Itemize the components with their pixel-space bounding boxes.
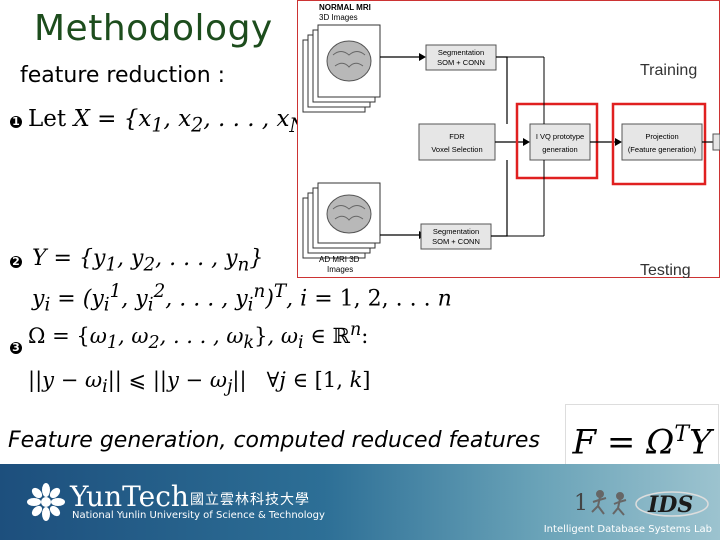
projection-highlight-box	[611, 102, 707, 186]
footer-banner	[0, 464, 720, 540]
slide-subtitle: feature reduction :	[20, 63, 226, 88]
seg-top-line1: Segmentation	[438, 48, 484, 57]
y-definition-equation: yi = (yi1, yi2, . . . , yin)T, i = 1, 2,…	[32, 281, 452, 316]
feature-formula: F = ΩTY	[565, 404, 719, 466]
fdr-box	[418, 123, 496, 161]
fdr-line1: FDR	[449, 132, 465, 141]
methodology-diagram: NORMAL MRI 3D Images AD MRI 3D Images Se…	[297, 0, 720, 278]
lab-logo: 1 IDS	[574, 490, 709, 518]
step-2-marker: 2	[10, 256, 22, 268]
svg-text:1: 1	[574, 491, 588, 516]
brain-icon-ad	[326, 194, 372, 234]
vq-highlight-box	[515, 102, 599, 180]
y-set-equation: Y = {y1, y2, . . . , yn}	[32, 246, 264, 276]
vq-line1: I VQ prototype	[536, 132, 584, 141]
normal-mri-stack	[302, 24, 381, 113]
seg-bottom-line1: Segmentation	[433, 227, 479, 236]
vq-line2: generation	[542, 145, 577, 154]
segmentation-top-box	[425, 44, 497, 71]
running-figures-icon	[591, 490, 627, 516]
ad-label-line2: Images	[327, 265, 353, 274]
seg-bottom-line2: SOM + CONN	[432, 237, 480, 246]
slide-title: Methodology	[34, 8, 273, 49]
seg-top-line2: SOM + CONN	[437, 58, 485, 67]
normal-label-line1: NORMAL MRI	[319, 3, 371, 12]
let-x-equation: Let X = {x1, x2, . . . , xNt}	[28, 106, 327, 140]
normal-label-line2: 3D Images	[319, 13, 358, 22]
segmentation-bottom-box	[420, 223, 492, 250]
university-name-en: National Yunlin University of Science & …	[72, 510, 325, 521]
nearest-prototype-condition: ||y − ωi|| ⩽ ||y − ωj|| ∀j ∈ [1, k]	[28, 368, 371, 398]
vq-box	[529, 123, 591, 161]
testing-label: Testing	[640, 262, 691, 278]
step-3-marker: 3	[10, 342, 22, 354]
university-name: YunTech	[70, 480, 189, 513]
lab-logo-text: IDS	[647, 492, 693, 518]
omega-set-equation: Ω = {ω1, ω2, . . . , ωk}, ωi ∈ ℝn:	[28, 320, 369, 354]
feature-generation-text: Feature generation, computed reduced fea…	[8, 428, 540, 453]
brain-icon	[326, 40, 372, 82]
fdr-line2: Voxel Selection	[431, 145, 482, 154]
projection-box	[621, 123, 703, 161]
ad-mri-stack	[302, 182, 381, 259]
proj-line2: (Feature generation)	[628, 145, 697, 154]
lab-name: Intelligent Database Systems Lab	[543, 524, 712, 535]
university-name-cn: 國立雲林科技大學	[190, 492, 310, 508]
proj-line1: Projection	[645, 132, 678, 141]
training-label: Training	[640, 62, 697, 79]
step-1-marker: 1	[10, 116, 22, 128]
ad-label-line1: AD MRI 3D	[319, 255, 360, 264]
yuntech-logo-icon	[27, 483, 65, 521]
